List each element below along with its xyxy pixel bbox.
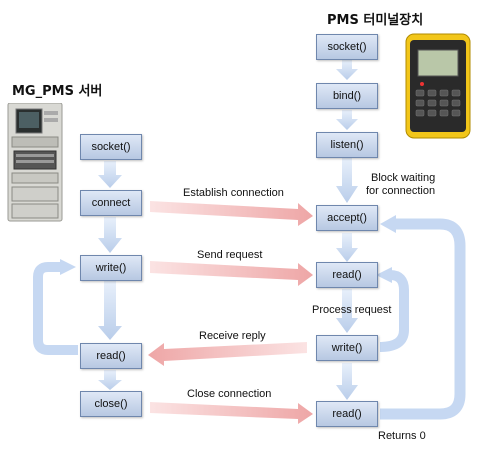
terminal-title: PMS 터미널장치 [327, 13, 424, 28]
receive-reply-label: Receive reply [199, 330, 266, 342]
flow-arrow-terminal-6 [336, 363, 358, 400]
server-socket-box: socket() [80, 134, 142, 160]
loop-arrow-server [33, 262, 78, 355]
server-close-box: close() [80, 391, 142, 417]
message-arrow-establish [150, 201, 313, 226]
loop-arrow-terminal-inner-head [376, 267, 392, 283]
flow-arrow-server-4 [98, 370, 122, 390]
flow-arrow-terminal-4 [336, 233, 358, 262]
loop-arrow-terminal-outer [380, 218, 466, 420]
message-arrow-receive [148, 342, 307, 366]
flow-arrow-server-3 [98, 281, 122, 340]
server-read-box: read() [80, 343, 142, 369]
returns-zero-label: Returns 0 [378, 430, 426, 442]
message-arrow-close [150, 402, 313, 424]
flow-arrow-server-2 [98, 217, 122, 253]
flow-arrow-terminal-5 [336, 289, 358, 333]
server-write-box: write() [80, 255, 142, 281]
terminal-write-box: write() [316, 335, 378, 361]
send-request-label: Send request [197, 249, 263, 261]
server-title: MG_PMS 서버 [12, 84, 103, 99]
flow-arrow-terminal-1 [336, 60, 358, 80]
process-request-label: Process request [312, 304, 392, 316]
message-arrow-send [150, 261, 313, 286]
flow-arrow-terminal-2 [336, 110, 358, 130]
flow-arrow-server-1 [98, 161, 122, 188]
terminal-bind-box: bind() [316, 83, 378, 109]
loop-arrow-terminal-inner [379, 270, 409, 352]
loop-arrow-server-head [60, 259, 76, 275]
server-connect-box: connect [80, 190, 142, 216]
loop-arrow-terminal-outer-head [380, 215, 396, 233]
flow-arrow-terminal-3 [336, 158, 358, 203]
close-connection-label: Close connection [187, 388, 272, 400]
terminal-read-box: read() [316, 262, 378, 288]
establish-connection-label: Establish connection [183, 187, 284, 199]
block-waiting-label: Block waiting [371, 172, 436, 184]
terminal-accept-box: accept() [316, 205, 378, 231]
handheld-terminal-image [405, 33, 471, 139]
terminal-read-final-box: read() [316, 401, 378, 427]
terminal-socket-box: socket() [316, 34, 378, 60]
for-connection-label: for connection [366, 185, 436, 197]
server-rack-image [7, 103, 63, 222]
terminal-listen-box: listen() [316, 132, 378, 158]
